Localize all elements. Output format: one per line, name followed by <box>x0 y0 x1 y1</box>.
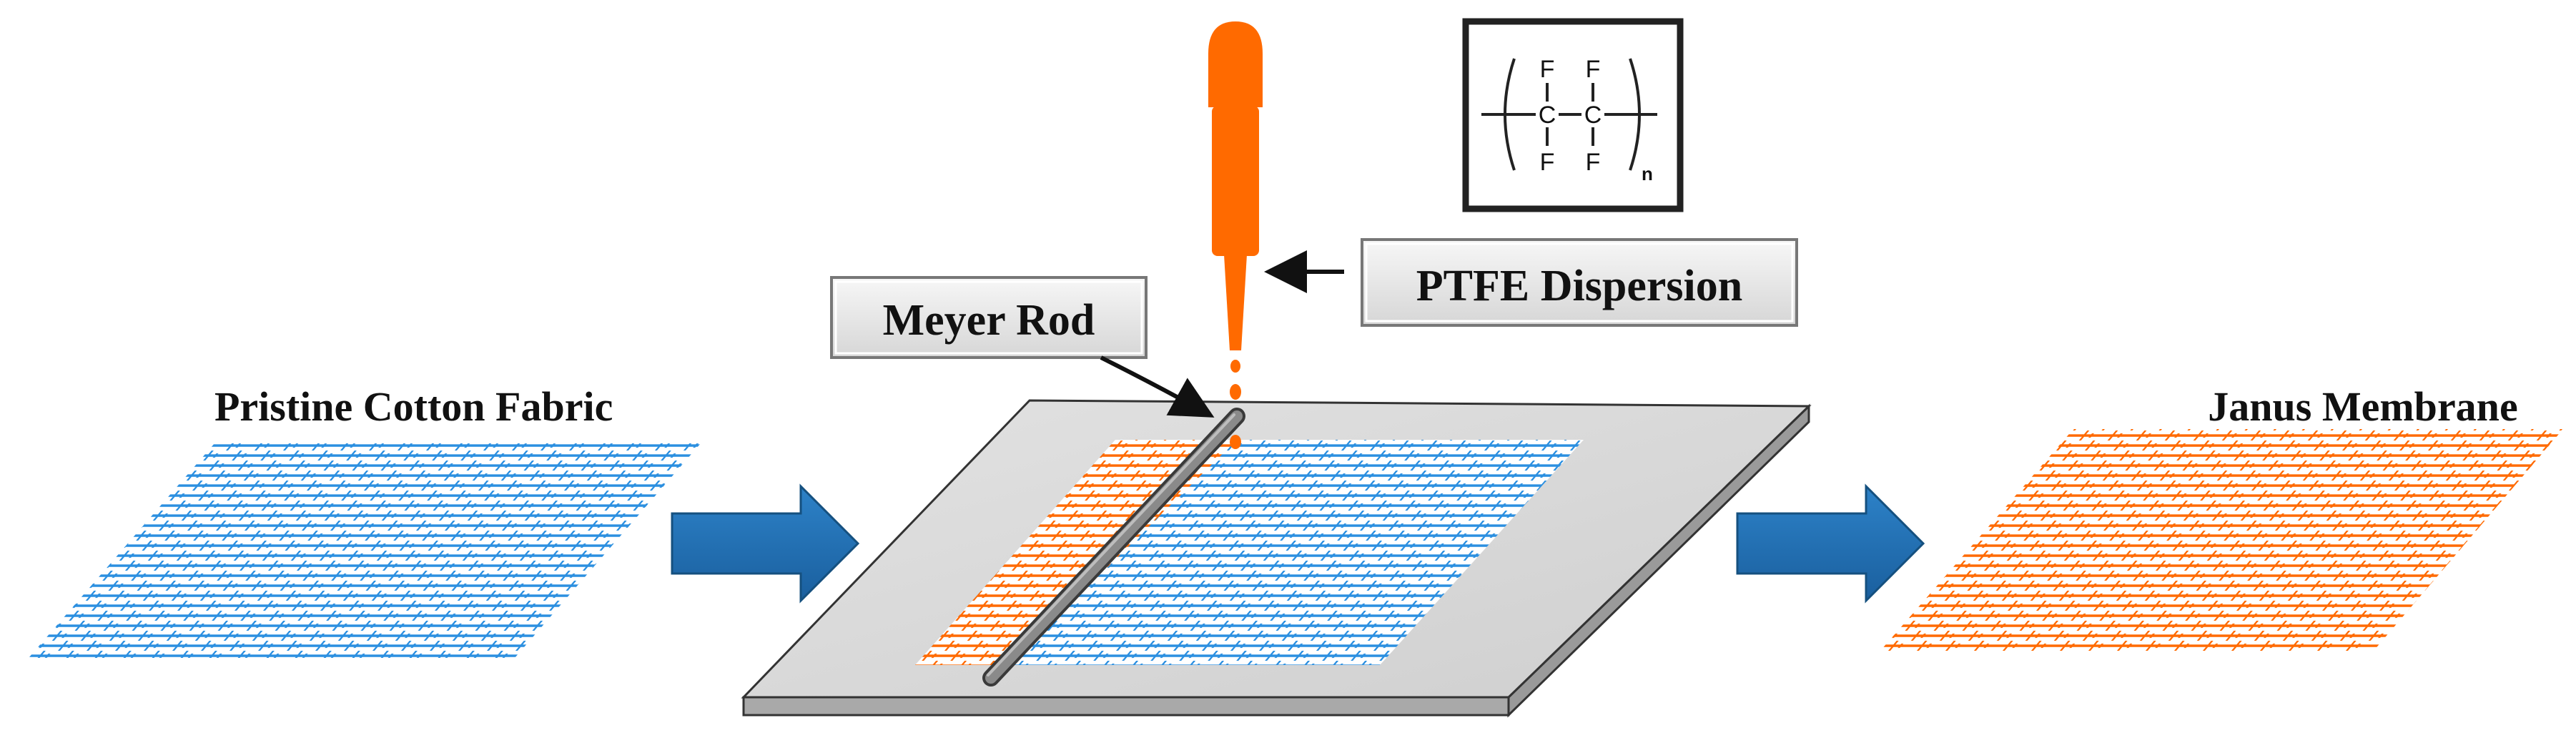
pointer-arrow-icon <box>1100 355 1215 418</box>
ptfe-f-top-left: F <box>1540 56 1555 83</box>
ptfe-f-bottom-left: F <box>1540 149 1555 176</box>
ptfe-f-top-right: F <box>1586 56 1601 83</box>
pristine-fabric <box>29 443 701 658</box>
ptfe-repeat-n: n <box>1642 163 1653 184</box>
process-arrow-icon <box>671 483 860 604</box>
meyer-rod-icon <box>982 408 1245 687</box>
process-arrow-icon <box>1736 483 1925 604</box>
dropper-icon <box>1208 21 1263 449</box>
ptfe-dispersion-label: PTFE Dispersion <box>1416 262 1742 310</box>
ptfe-structure-icon <box>1462 18 1684 212</box>
janus-membrane <box>1880 429 2563 651</box>
pristine-fabric-label: Pristine Cotton Fabric <box>214 383 613 430</box>
janus-membrane-label: Janus Membrane <box>2208 383 2517 430</box>
meyer-rod-label: Meyer Rod <box>883 296 1095 345</box>
ptfe-dispersion-callout <box>1361 238 1798 327</box>
ptfe-c-right: C <box>1584 102 1602 129</box>
ptfe-c-left: C <box>1539 102 1556 129</box>
meyer-rod-callout <box>830 276 1148 359</box>
ptfe-f-bottom-right: F <box>1586 149 1601 176</box>
